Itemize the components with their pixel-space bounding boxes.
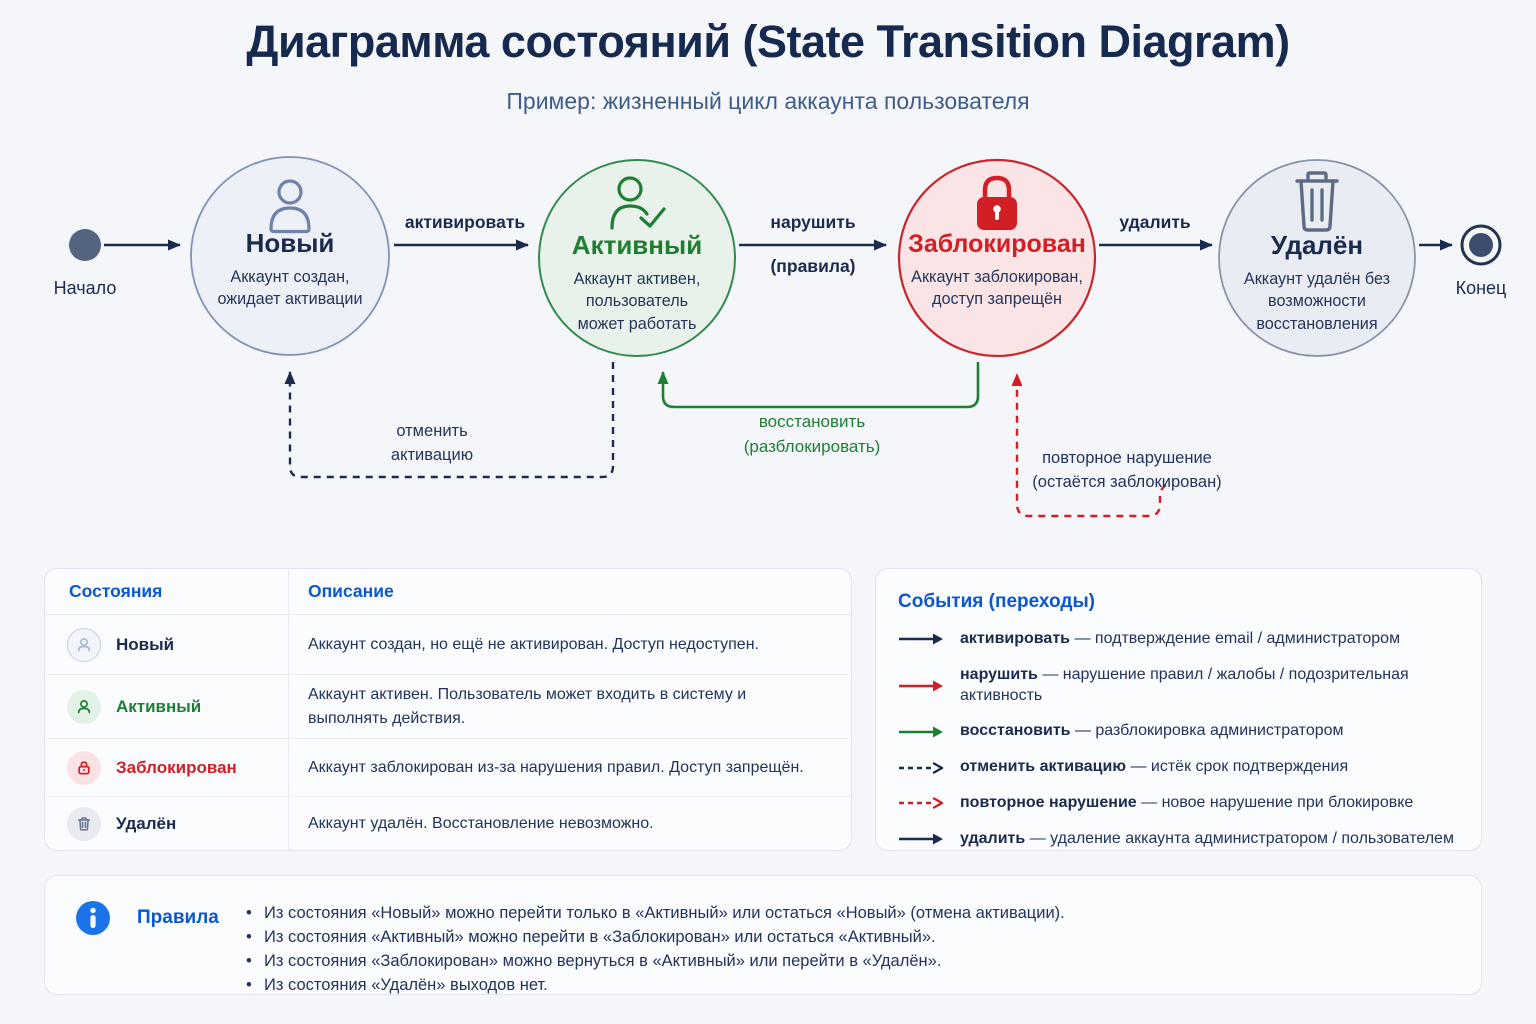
end-node — [1460, 224, 1502, 266]
transition-label-repeat-violation: повторное нарушение (остаётся заблокиров… — [1032, 449, 1222, 491]
state-diagram: Начало Конец Новый Аккаунт создан, ожида… — [53, 156, 1507, 518]
solid-navy-arrow-icon — [899, 633, 943, 645]
table-row: Активный Аккаунт активен. Пользователь м… — [45, 675, 851, 739]
transition-label-cancel-activation: отменить активацию — [390, 422, 474, 464]
table-row: Удалён Аккаунт удалён. Восстановление не… — [45, 797, 851, 850]
event-name: повторное нарушение — [960, 793, 1137, 811]
state-description: Аккаунт создан, но ещё не активирован. Д… — [308, 635, 759, 653]
state-node-new — [190, 156, 390, 356]
column-header-states: Состояния — [69, 581, 163, 601]
event-description: — подтверждение email / администратором — [1074, 630, 1401, 647]
event-name: удалить — [960, 829, 1026, 847]
info-icon — [75, 900, 111, 994]
table-header: Состояния Описание — [45, 569, 851, 615]
rule-item: Из состояния «Заблокирован» можно вернут… — [246, 949, 1065, 973]
state-deleted-title: Удалён — [1270, 230, 1364, 260]
arrow-repeat-violation — [1011, 373, 1167, 518]
state-blocked-title: Заблокирован — [908, 230, 1086, 258]
transition-label-violate: нарушить — [770, 212, 856, 232]
trash-icon — [67, 806, 101, 841]
rules-title: Правила — [137, 907, 219, 928]
state-node-deleted — [1218, 159, 1416, 357]
lock-icon — [977, 175, 1017, 230]
person-icon — [269, 179, 311, 234]
dashed-red-arrow-icon — [899, 797, 944, 810]
legend-item: активировать — подтверждение email / адм… — [898, 629, 1459, 650]
arrow-restore — [657, 362, 980, 409]
transition-label-restore: восстановить (разблокировать) — [743, 412, 881, 456]
state-diagram-canvas — [69, 156, 1502, 518]
state-node-active — [538, 159, 736, 357]
state-name: Удалён — [116, 813, 177, 833]
column-header-description: Описание — [308, 581, 394, 601]
event-name: восстановить — [960, 722, 1071, 740]
rules-panel: Правила Из состояния «Новый» можно перей… — [44, 875, 1482, 997]
state-new-title: Новый — [245, 228, 335, 258]
state-name: Заблокирован — [116, 757, 237, 777]
transition-label-activate: активировать — [404, 212, 526, 232]
table-row: Заблокирован Аккаунт заблокирован из-за … — [45, 739, 851, 797]
legend-item: отменить активацию — истёк срок подтверж… — [898, 757, 1459, 778]
end-label: Конец — [1455, 278, 1507, 298]
arrow-cancel-activation — [284, 362, 615, 479]
events-panel: События (переходы) активировать — подтве… — [875, 568, 1482, 851]
events-panel-title: События (переходы) — [898, 591, 1095, 612]
state-description: Аккаунт заблокирован из-за нарушения пра… — [308, 758, 804, 776]
solid-navy-arrow-icon — [899, 833, 943, 845]
legend-item: удалить — удаление аккаунта администрато… — [898, 829, 1459, 850]
states-table-panel: Состояния Описание Новый Аккаунт создан,… — [44, 568, 852, 851]
state-active-title: Активный — [571, 230, 703, 260]
event-description: — новое нарушение при блокировке — [1141, 793, 1414, 811]
state-name: Новый — [116, 634, 175, 654]
event-name: активировать — [960, 630, 1070, 647]
page-subtitle: Пример: жизненный цикл аккаунта пользова… — [506, 88, 1030, 114]
state-description: Аккаунт активен. Пользователь может вход… — [308, 686, 747, 727]
event-description: — разблокировка администратором — [1074, 722, 1344, 740]
rules-list: Из состояния «Новый» можно перейти тольк… — [246, 901, 1065, 997]
state-new: Новый Аккаунт создан, ожидает активации — [180, 228, 400, 311]
event-name: отменить активацию — [960, 758, 1126, 776]
trash-icon — [1295, 171, 1339, 232]
rule-item: Из состояния «Новый» можно перейти тольк… — [246, 901, 1065, 925]
state-blocked: Заблокирован Аккаунт заблокирован, досту… — [887, 230, 1107, 311]
state-active-description: Аккаунт активен, пользователь может рабо… — [573, 270, 701, 333]
person-icon — [67, 689, 101, 724]
event-name: нарушить — [960, 665, 1038, 683]
legend-item: восстановить — разблокировка администрат… — [898, 721, 1459, 742]
rule-item: Из состояния «Активный» можно перейти в … — [246, 925, 1065, 949]
transition-label-delete: удалить — [1119, 212, 1191, 232]
state-name: Активный — [116, 696, 202, 716]
transition-label-violate-note: (правила) — [770, 256, 856, 276]
person-icon — [67, 627, 101, 662]
legend-item: повторное нарушение — новое нарушение пр… — [898, 793, 1459, 814]
event-description: — истёк срок подтверждения — [1130, 758, 1349, 776]
event-description: — нарушение правил / жалобы / подозрител… — [960, 665, 1409, 704]
start-label: Начало — [53, 278, 117, 298]
state-description: Аккаунт удалён. Восстановление невозможн… — [308, 814, 654, 832]
solid-green-arrow-icon — [899, 726, 943, 738]
state-deleted: Удалён Аккаунт удалён без возможности во… — [1207, 230, 1427, 335]
state-deleted-description: Аккаунт удалён без возможности восстанов… — [1243, 270, 1391, 333]
column-divider — [288, 569, 289, 850]
state-blocked-description: Аккаунт заблокирован, доступ запрещён — [911, 268, 1083, 309]
event-description: — удаление аккаунта администратором / по… — [1029, 829, 1454, 847]
lock-icon — [67, 750, 101, 785]
person-check-icon — [610, 176, 666, 230]
state-active: Активный Аккаунт активен, пользователь м… — [527, 230, 747, 335]
state-new-description: Аккаунт создан, ожидает активации — [217, 268, 363, 309]
rule-item: Из состояния «Удалён» выходов нет. — [246, 973, 1065, 997]
state-node-blocked — [897, 158, 1097, 358]
legend-item: нарушить — нарушение правил / жалобы / п… — [898, 665, 1459, 707]
solid-red-arrow-icon — [899, 680, 943, 692]
table-row: Новый Аккаунт создан, но ещё не активиро… — [45, 615, 851, 675]
dashed-navy-arrow-icon — [899, 761, 944, 774]
page-title: Диаграмма состояний (State Transition Di… — [246, 16, 1290, 67]
start-node — [69, 229, 101, 261]
